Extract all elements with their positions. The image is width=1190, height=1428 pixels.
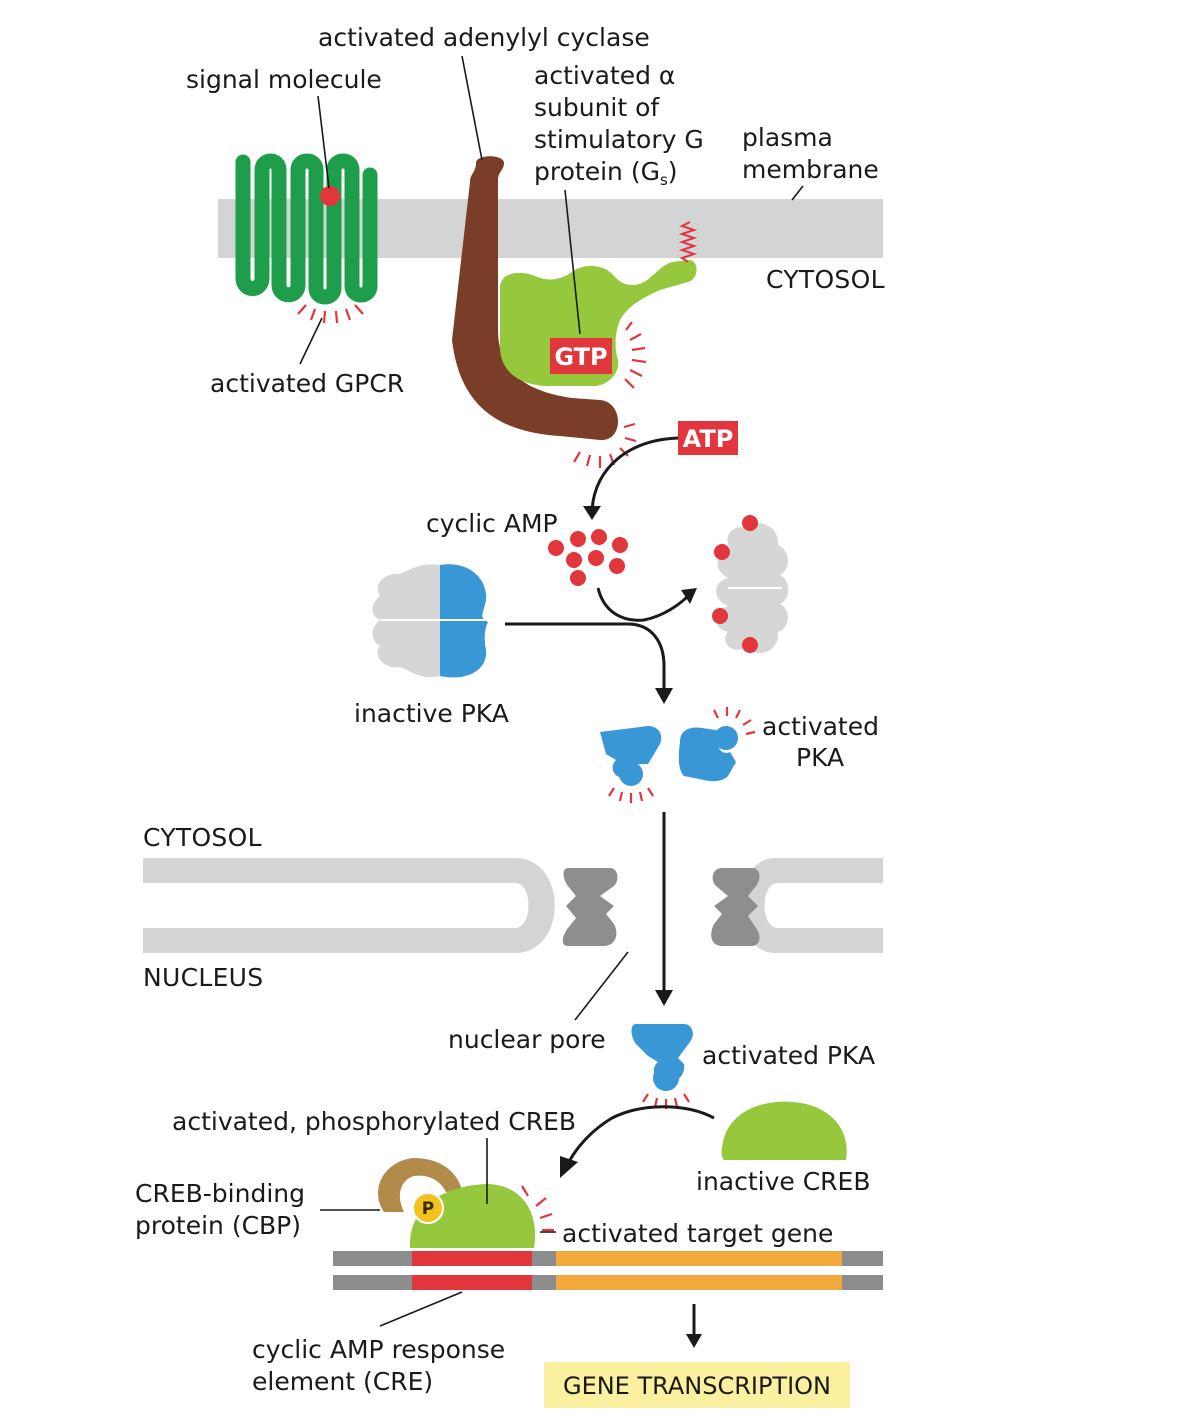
label-cytosol-top: CYTOSOL <box>766 265 885 294</box>
label-activated-gpcr: activated GPCR <box>210 369 404 398</box>
svg-text:subunit of: subunit of <box>534 93 660 122</box>
gene-transcription-label: GENE TRANSCRIPTION <box>563 1372 831 1400</box>
gs-activation-rays <box>624 321 647 389</box>
creb-activation-arrow <box>568 1105 715 1161</box>
label-nucleus: NUCLEUS <box>143 963 263 992</box>
label-plasma-line2: membrane <box>742 155 879 184</box>
signal-molecule <box>320 186 340 206</box>
pka-dissociation-line <box>505 622 666 692</box>
phosphate-group <box>412 1192 444 1224</box>
leader-plasma-membrane <box>791 185 804 201</box>
label-cbp-line2: protein (CBP) <box>135 1211 301 1240</box>
label-phospho-creb: activated, phosphorylated CREB <box>172 1107 576 1136</box>
svg-text:protein (Gs): protein (Gs) <box>534 157 678 189</box>
leader-gs-alpha <box>564 189 581 335</box>
transcription-arrowhead <box>686 1334 702 1348</box>
gtp-box <box>550 338 612 374</box>
nuclear-envelope-left <box>143 858 555 953</box>
activated-pka-left-rays <box>608 787 654 803</box>
pka-dissociation-arrowhead <box>655 688 673 704</box>
gtp-label: GTP <box>554 343 607 371</box>
label-cre-line2: element (CRE) <box>252 1367 433 1396</box>
label-gs-alpha: activated α subunit of stimulatory G pro… <box>534 61 704 189</box>
nuclear-envelope-right <box>741 858 883 953</box>
activated-pka-nuclear <box>631 1024 693 1091</box>
camp-binding-arrowhead <box>681 588 697 604</box>
label-activated-pka-nuclear: activated PKA <box>702 1041 875 1070</box>
activated-pka-right-rays <box>713 707 756 736</box>
label-inactive-pka: inactive PKA <box>354 699 509 728</box>
cyclic-amp-molecules <box>548 529 628 586</box>
label-adenylyl-cyclase: activated adenylyl cyclase <box>318 23 650 52</box>
inactive-pka <box>372 564 488 678</box>
creb-activation-rays <box>521 1185 554 1232</box>
label-activated-pka-line2: PKA <box>796 743 844 772</box>
atp-box <box>678 421 738 455</box>
atp-label: ATP <box>683 425 734 453</box>
label-cyclic-amp: cyclic AMP <box>426 509 558 538</box>
label-signal-molecule: signal molecule <box>186 65 382 94</box>
leader-nuclear-pore <box>574 951 629 1021</box>
gene-transcription-box <box>544 1362 850 1408</box>
gs-lipid-anchor <box>678 221 698 263</box>
label-cytosol-mid: CYTOSOL <box>143 823 262 852</box>
regulatory-subunits-with-camp <box>712 515 789 654</box>
label-activated-pka-line1: activated <box>762 712 879 741</box>
gs-alpha-subunit <box>499 260 697 386</box>
label-inactive-creb: inactive CREB <box>696 1167 871 1196</box>
atp-to-camp-arrow <box>590 436 679 511</box>
activated-pka-catalytic-left <box>600 726 662 786</box>
adenylyl-cyclase <box>452 156 618 441</box>
creb-activation-arrowhead <box>560 1156 578 1178</box>
label-target-gene: activated target gene <box>562 1219 833 1248</box>
svg-text:stimulatory G: stimulatory G <box>534 125 704 154</box>
phosphate-label: P <box>422 1199 434 1219</box>
cbp <box>377 1158 462 1212</box>
label-nuclear-pore: nuclear pore <box>448 1025 606 1054</box>
atp-to-camp-arrowhead <box>583 506 601 520</box>
gpcr-activation-rays <box>297 304 364 324</box>
leader-cre <box>379 1291 463 1327</box>
leader-adenylyl-cyclase <box>461 55 483 161</box>
leader-signal-molecule <box>317 95 330 189</box>
label-plasma-line1: plasma <box>742 123 833 152</box>
nuclear-pore-complex <box>562 868 760 946</box>
inactive-creb <box>721 1101 847 1160</box>
activated-pka-catalytic-right <box>678 726 738 782</box>
activated-pka-nuclear-rays <box>642 1093 690 1109</box>
leader-activated-gpcr <box>299 317 323 365</box>
camp-binding-arrow <box>596 587 690 622</box>
label-cre-line1: cyclic AMP response <box>252 1335 505 1364</box>
gpcr <box>235 153 378 305</box>
target-gene <box>556 1251 842 1290</box>
label-cbp-line1: CREB-binding <box>135 1179 305 1208</box>
nuclear-import-arrowhead <box>655 990 673 1006</box>
cre-element <box>412 1251 532 1290</box>
svg-text:activated α: activated α <box>534 61 675 90</box>
